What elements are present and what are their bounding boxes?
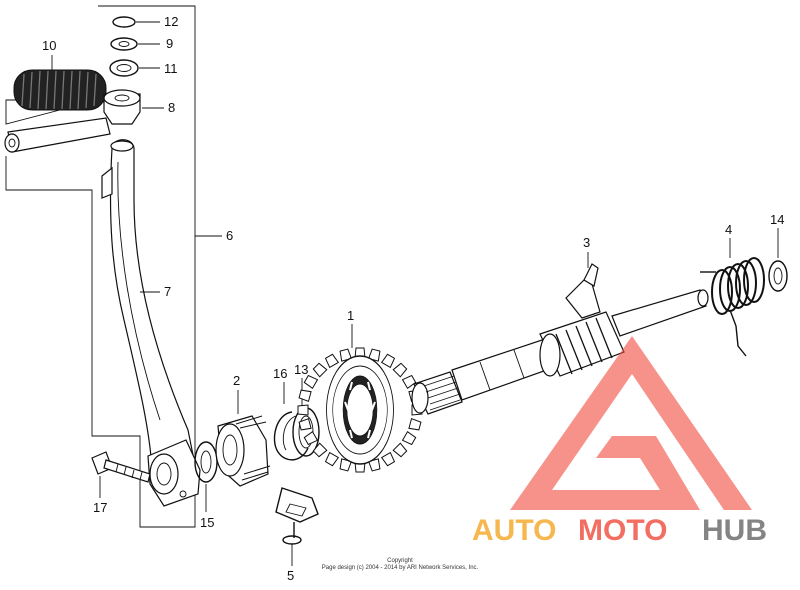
callout-13: 13: [294, 362, 308, 377]
watermark-triangle-mark: [510, 336, 752, 510]
callout-3: 3: [583, 235, 590, 250]
callout-5: 5: [287, 568, 294, 583]
arm-washer-part: [194, 441, 218, 512]
kick-spindle-shaft: [411, 252, 709, 415]
ratchet-clip-part: [275, 487, 319, 566]
callout-11: 11: [164, 61, 178, 76]
pinch-bolt-part: [91, 451, 151, 498]
end-circlip-14: [768, 228, 788, 292]
callout-4: 4: [725, 222, 732, 237]
callout-12: 12: [164, 14, 178, 29]
watermark-text-hub: HUB: [702, 514, 767, 547]
callout-17: 17: [93, 500, 107, 515]
copyright-line-2: Page design (c) 2004 - 2014 by ARI Netwo…: [322, 565, 479, 571]
kick-pivot-part: [103, 89, 164, 125]
spring-washer-part: [109, 59, 160, 77]
kick-pedal-rod: [4, 117, 111, 153]
copyright-line-1: Copyright: [387, 558, 413, 564]
watermark-text-moto: MOTO: [578, 514, 667, 547]
return-spring-part: [700, 238, 765, 357]
watermark-text-auto: AUTO: [472, 514, 556, 547]
washer-part: [110, 37, 160, 51]
callout-7: 7: [164, 284, 171, 299]
callout-8: 8: [168, 100, 175, 115]
callout-labels: 1 2 3 4 5 6 7 8 9 10 11 12 13 14 15 16 1…: [42, 14, 784, 583]
collar-bushing-part: [215, 390, 271, 487]
kick-starter-arm: [101, 139, 201, 507]
callout-1: 1: [347, 308, 354, 323]
callout-9: 9: [166, 36, 173, 51]
callout-10: 10: [42, 38, 56, 53]
callout-15: 15: [200, 515, 214, 530]
automotohub-watermark: AUTO MOTO HUB: [472, 336, 767, 547]
kick-gear-part: [297, 324, 423, 473]
callout-6: 6: [226, 228, 233, 243]
callout-2: 2: [233, 373, 240, 388]
circlip-part: [112, 16, 160, 28]
callout-16: 16: [273, 366, 287, 381]
shaft-washer-13: [292, 378, 320, 457]
shaft-circlip-16: [273, 382, 309, 461]
callout-14: 14: [770, 212, 784, 227]
rubber-grip-part: [13, 55, 107, 111]
